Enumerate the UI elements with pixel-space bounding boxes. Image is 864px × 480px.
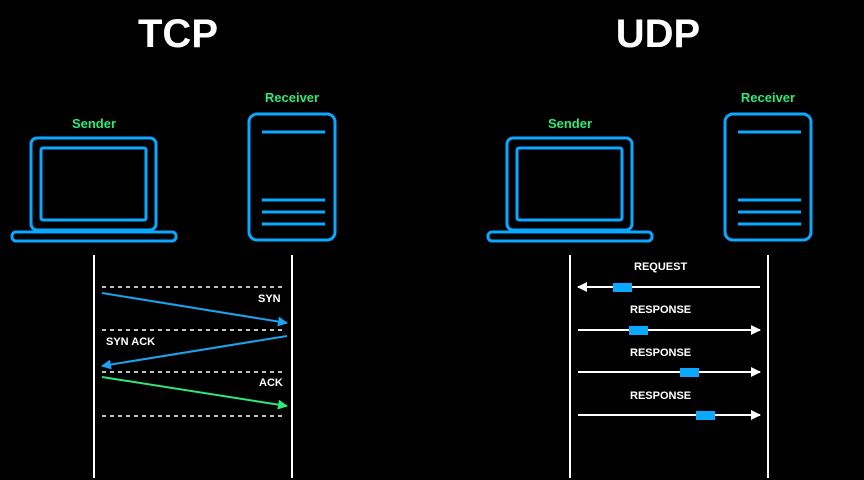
tcp-step-separators <box>102 286 286 417</box>
udp-response-label-3: RESPONSE <box>630 390 692 402</box>
udp-response-packet-1 <box>629 326 648 335</box>
udp-response-label-2: RESPONSE <box>630 347 692 359</box>
tcp-syn-arrow <box>101 292 288 327</box>
udp-request-packet <box>613 283 632 292</box>
tcp-ack-label: ACK <box>259 377 283 389</box>
udp-title: UDP <box>615 12 701 56</box>
tcp-sender-label: Sender <box>71 116 117 131</box>
tcp-sender-laptop-icon <box>10 136 178 243</box>
tcp-receiver-server-icon <box>247 112 337 242</box>
udp-response-label-1: RESPONSE <box>630 304 692 316</box>
tcp-title: TCP <box>138 12 218 56</box>
udp-receiver-label: Receiver <box>740 90 796 105</box>
udp-receiver-server-icon <box>723 112 813 242</box>
udp-request-label: REQUEST <box>634 261 688 273</box>
udp-sender-label: Sender <box>547 116 593 131</box>
tcp-syn-label: SYN <box>258 293 281 305</box>
tcp-synack-label: SYN ACK <box>106 336 156 348</box>
tcp-receiver-label: Receiver <box>264 90 320 105</box>
udp-response-packet-3 <box>696 411 715 420</box>
udp-response-packet-2 <box>680 368 699 377</box>
tcp-synack-arrow <box>101 335 288 370</box>
tcp-ack-arrow <box>101 376 288 410</box>
udp-sender-laptop-icon <box>486 136 654 243</box>
